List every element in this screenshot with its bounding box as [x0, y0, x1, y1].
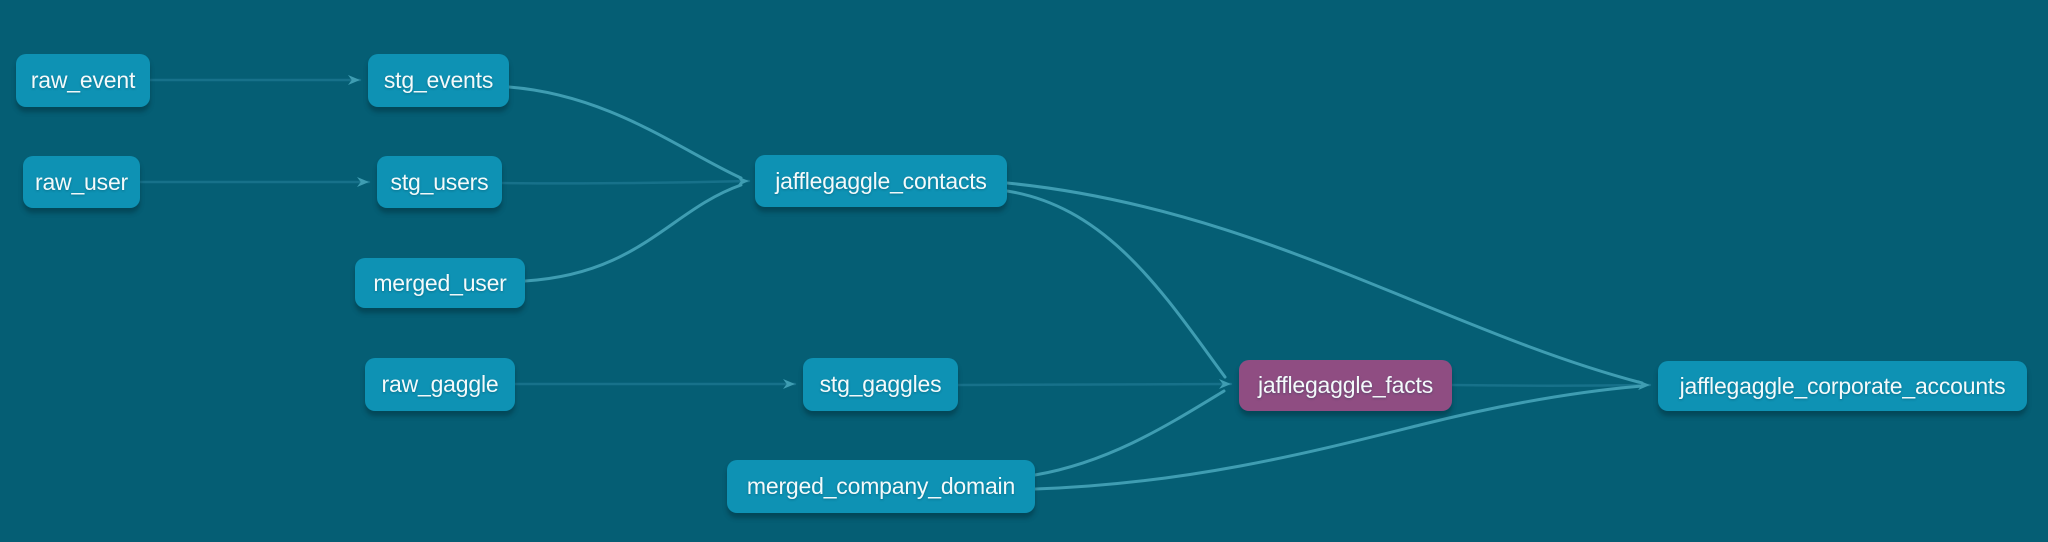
edge-jafflegaggle_contacts-to-jafflegaggle_corporate_accounts — [1005, 181, 1644, 385]
node-jafflegaggle_corporate_accounts[interactable]: jafflegaggle_corporate_accounts — [1658, 361, 2027, 411]
edge-stg_events-to-jafflegaggle_contacts — [507, 85, 743, 180]
node-raw_gaggle[interactable]: raw_gaggle — [365, 358, 515, 411]
node-jafflegaggle_contacts[interactable]: jafflegaggle_contacts — [755, 155, 1007, 207]
node-label: raw_user — [35, 168, 128, 195]
node-label: stg_users — [390, 168, 489, 195]
node-label: jafflegaggle_corporate_accounts — [1679, 372, 2006, 399]
edge-jafflegaggle_facts-to-jafflegaggle_corporate_accounts — [1450, 380, 1652, 391]
node-raw_event[interactable]: raw_event — [16, 54, 150, 107]
node-stg_users[interactable]: stg_users — [377, 156, 502, 208]
edge-merged_user-to-jafflegaggle_contacts — [523, 183, 743, 283]
node-jafflegaggle_facts[interactable]: jafflegaggle_facts — [1239, 360, 1452, 411]
node-raw_user[interactable]: raw_user — [23, 156, 140, 208]
node-stg_gaggles[interactable]: stg_gaggles — [803, 358, 958, 411]
node-label: raw_gaggle — [381, 371, 499, 397]
edge-jafflegaggle_contacts-to-jafflegaggle_facts — [1005, 189, 1227, 379]
node-merged_company_domain[interactable]: merged_company_domain — [727, 460, 1035, 513]
node-label: merged_user — [373, 269, 507, 296]
node-label: stg_gaggles — [819, 371, 942, 397]
node-label: jafflegaggle_contacts — [775, 167, 987, 194]
node-label: merged_company_domain — [746, 473, 1016, 499]
edge-stg_gaggles-to-jafflegaggle_facts — [956, 379, 1233, 390]
node-label: stg_events — [383, 67, 494, 93]
node-merged_user[interactable]: merged_user — [355, 258, 525, 308]
edge-merged_company_domain-to-jafflegaggle_facts — [1033, 389, 1226, 477]
edge-stg_users-to-jafflegaggle_contacts — [500, 176, 751, 187]
node-stg_events[interactable]: stg_events — [368, 54, 509, 107]
edge-merged_company_domain-to-jafflegaggle_corporate_accounts — [1033, 384, 1644, 491]
node-label: jafflegaggle_facts — [1258, 372, 1433, 398]
node-label: raw_event — [30, 67, 136, 93]
